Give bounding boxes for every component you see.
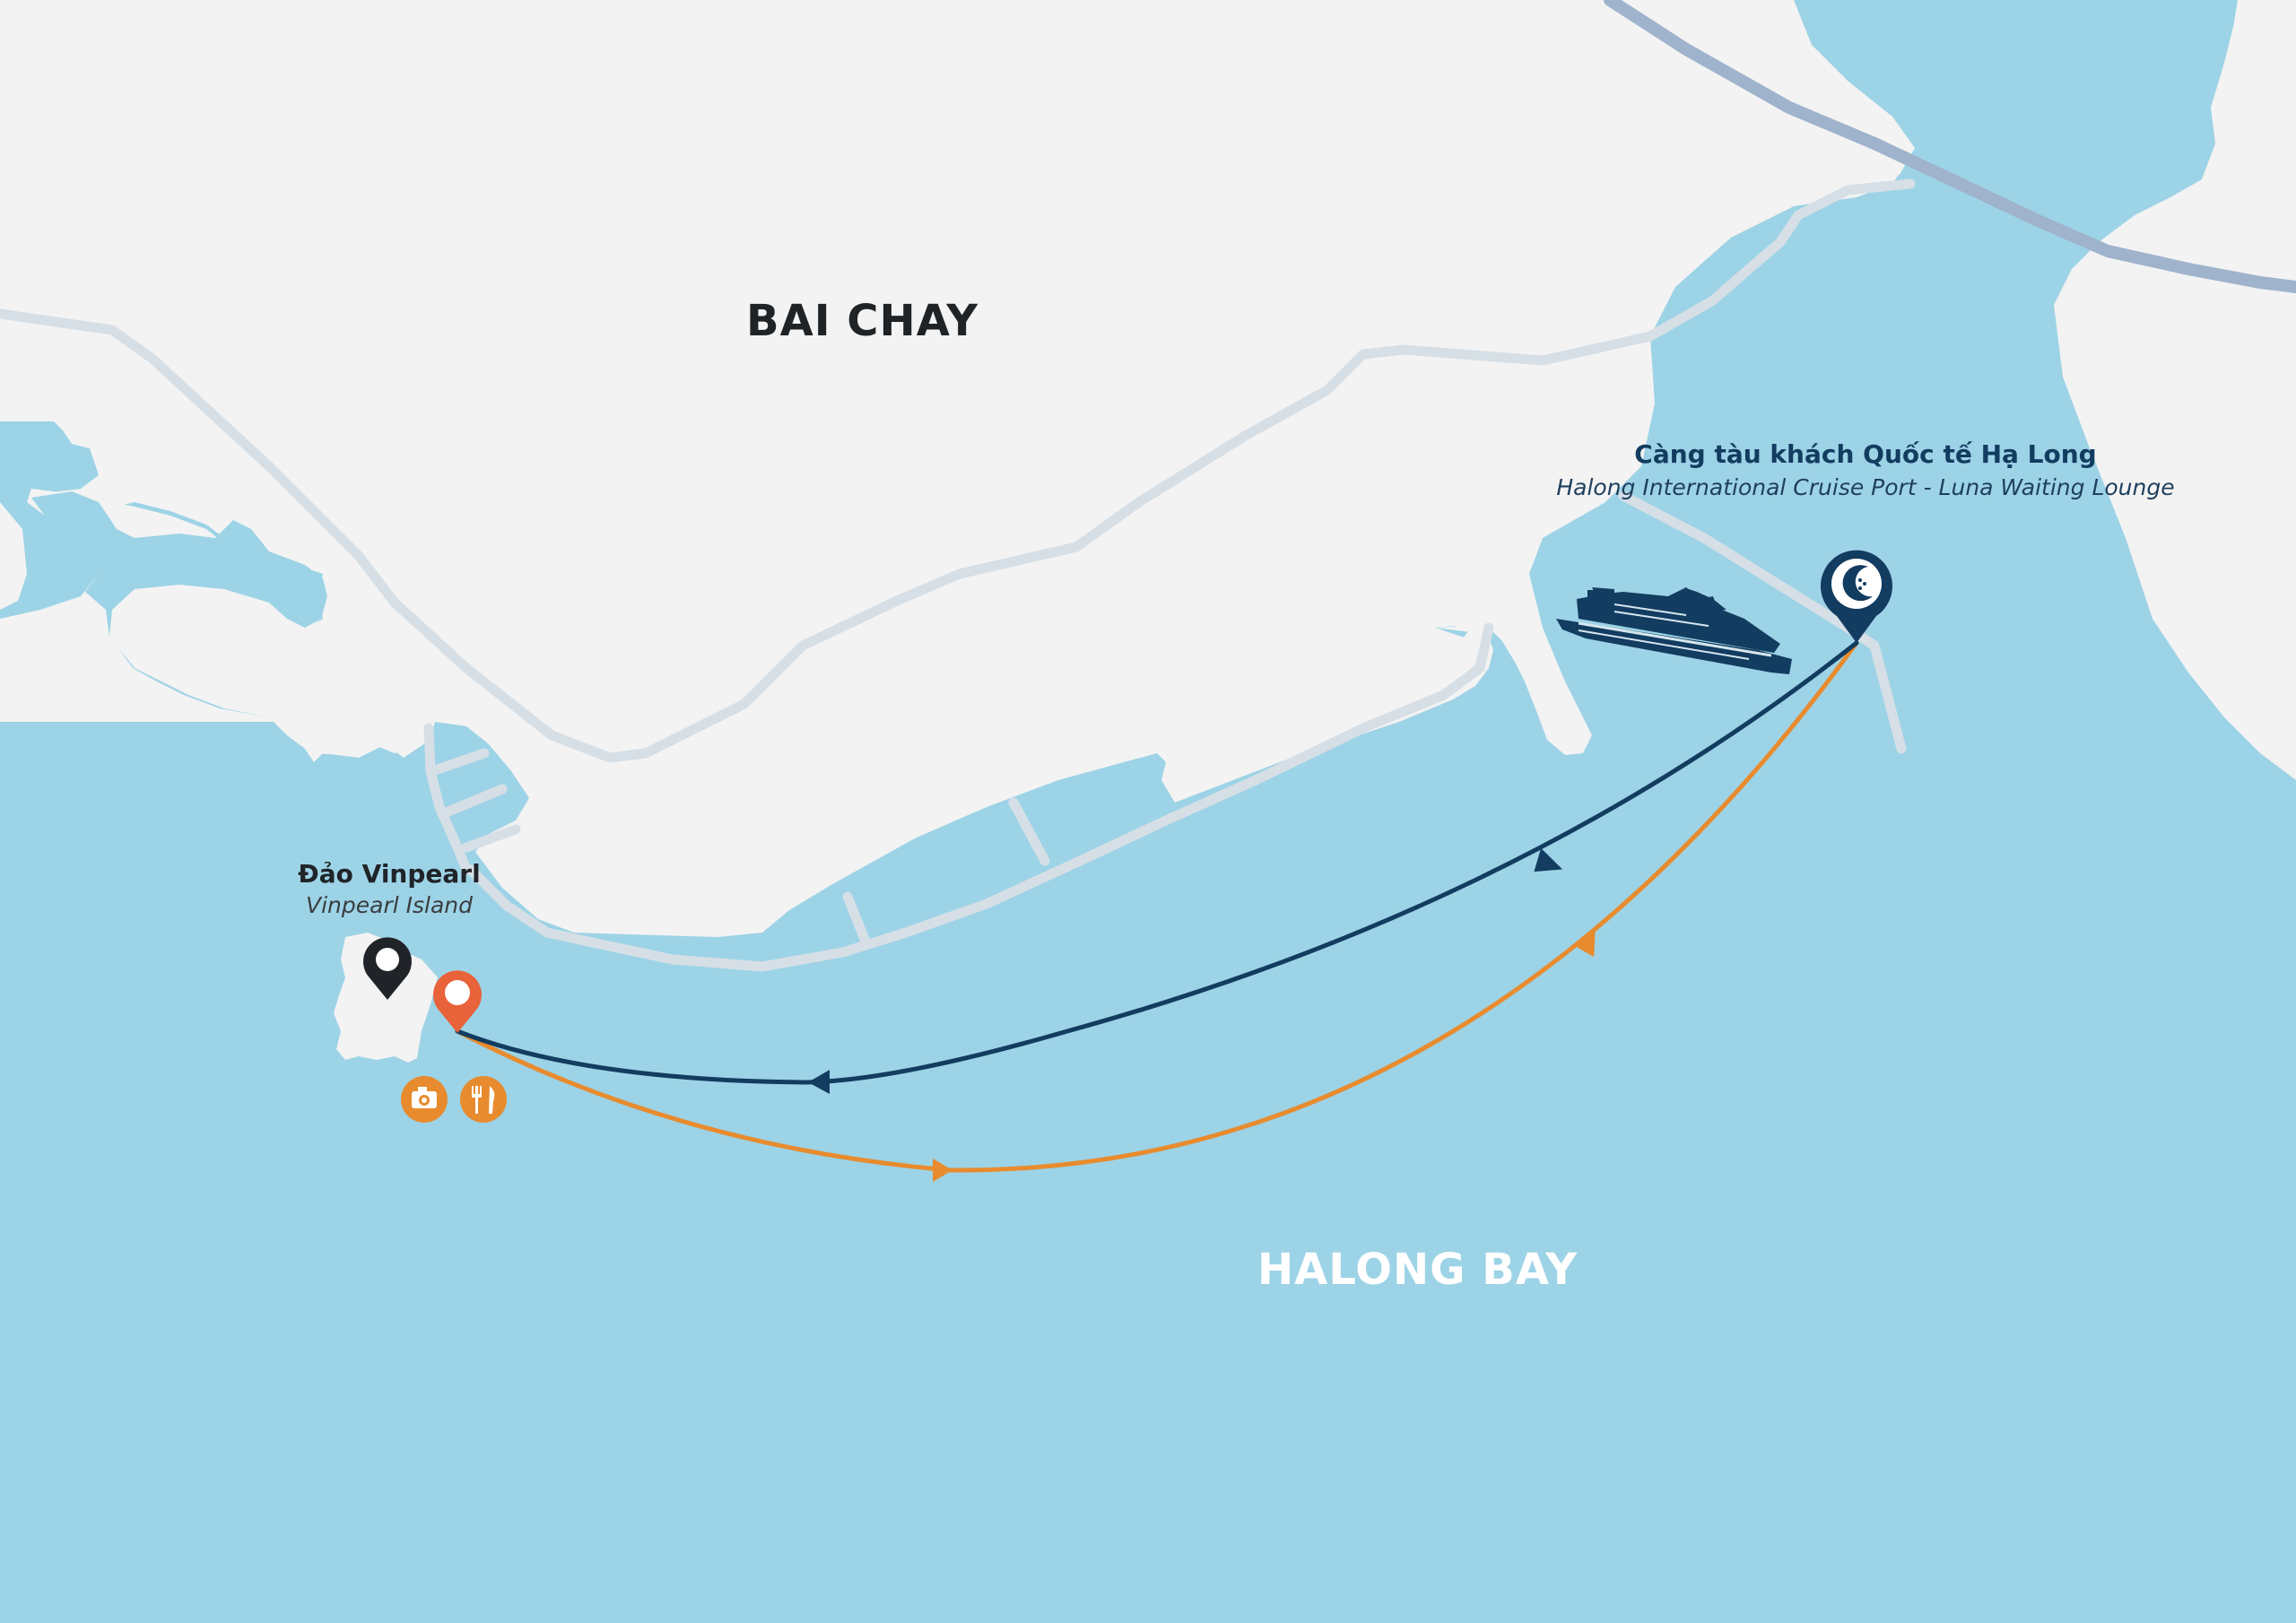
return-route <box>455 640 1859 1085</box>
area-label-bai-chay: BAI CHAY <box>746 296 979 346</box>
cruise-ship-icon <box>1556 587 1792 674</box>
black-map-pin-icon[interactable] <box>363 937 412 1000</box>
area-label-halong-bay: HALONG BAY <box>1257 1245 1578 1295</box>
port-subtitle: Halong International Cruise Port - Luna … <box>1556 474 2175 500</box>
inner-bay-water <box>31 491 327 637</box>
port-label: Càng tàu khách Quốc tế Hạ Long Halong In… <box>1556 439 2175 500</box>
outbound-route <box>455 640 1859 1173</box>
luna-logo-pin-icon[interactable] <box>1821 550 1892 643</box>
road-network <box>0 178 1916 972</box>
vinpearl-label: Đảo Vinpearl Vinpearl Island <box>269 859 509 918</box>
land-north-strip <box>1762 0 1915 188</box>
orange-map-pin-icon[interactable] <box>433 970 482 1033</box>
vinpearl-name: Đảo Vinpearl <box>298 859 481 889</box>
port-name: Càng tàu khách Quốc tế Hạ Long <box>1634 439 2097 469</box>
bridge-road <box>1604 0 2296 293</box>
camera-icon <box>401 1076 448 1123</box>
land-east-bank <box>2054 0 2296 780</box>
fork-knife-icon <box>460 1076 507 1123</box>
return-arrow-1 <box>808 1070 830 1094</box>
return-arrow-2 <box>1534 847 1563 872</box>
vinpearl-subtitle: Vinpearl Island <box>305 892 473 918</box>
land-far-west <box>0 0 27 610</box>
outbound-arrow-1 <box>933 1159 952 1182</box>
outbound-arrow-2 <box>1575 930 1596 958</box>
